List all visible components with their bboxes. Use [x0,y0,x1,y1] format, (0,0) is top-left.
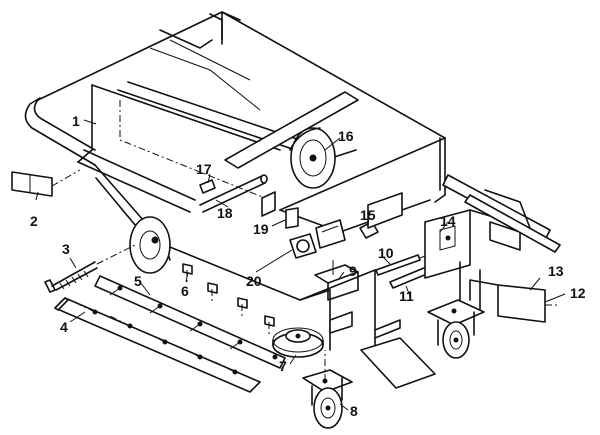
pulley [272,327,324,358]
bolt [44,244,136,293]
small-hardware [199,174,403,259]
clip-nuts [182,263,275,336]
leader-lines [35,119,566,411]
side-strips [54,275,286,393]
callout-18: 18 [217,205,233,221]
callout-4: 4 [60,319,68,335]
callout-14: 14 [440,213,456,229]
callout-20: 20 [246,273,262,289]
callout-6: 6 [181,283,189,299]
inner-wheel [289,127,336,189]
callout-3: 3 [62,241,70,257]
rear-bracket [424,209,521,313]
callout-12: 12 [570,285,586,301]
callout-5: 5 [134,273,142,289]
front-wheel [129,216,171,274]
callout-8: 8 [350,403,358,419]
callout-10: 10 [378,245,394,261]
right-rails [360,174,561,389]
callout-19: 19 [253,221,269,237]
rear-caster [427,299,485,359]
callout-17: 17 [196,161,212,177]
callout-9: 9 [349,263,357,279]
callout-labels: 1 2 3 4 5 6 7 8 9 10 11 12 13 14 15 16 1… [30,113,586,419]
callout-16: 16 [338,128,354,144]
callout-1: 1 [72,113,80,129]
callout-7: 7 [279,358,287,374]
callout-2: 2 [30,213,38,229]
callout-15: 15 [360,207,376,223]
handle-bar [24,11,241,213]
callout-13: 13 [548,263,564,279]
callout-11: 11 [399,288,414,304]
handle-cap [11,169,81,197]
front-caster [302,350,353,429]
bracket-9 [314,260,401,339]
